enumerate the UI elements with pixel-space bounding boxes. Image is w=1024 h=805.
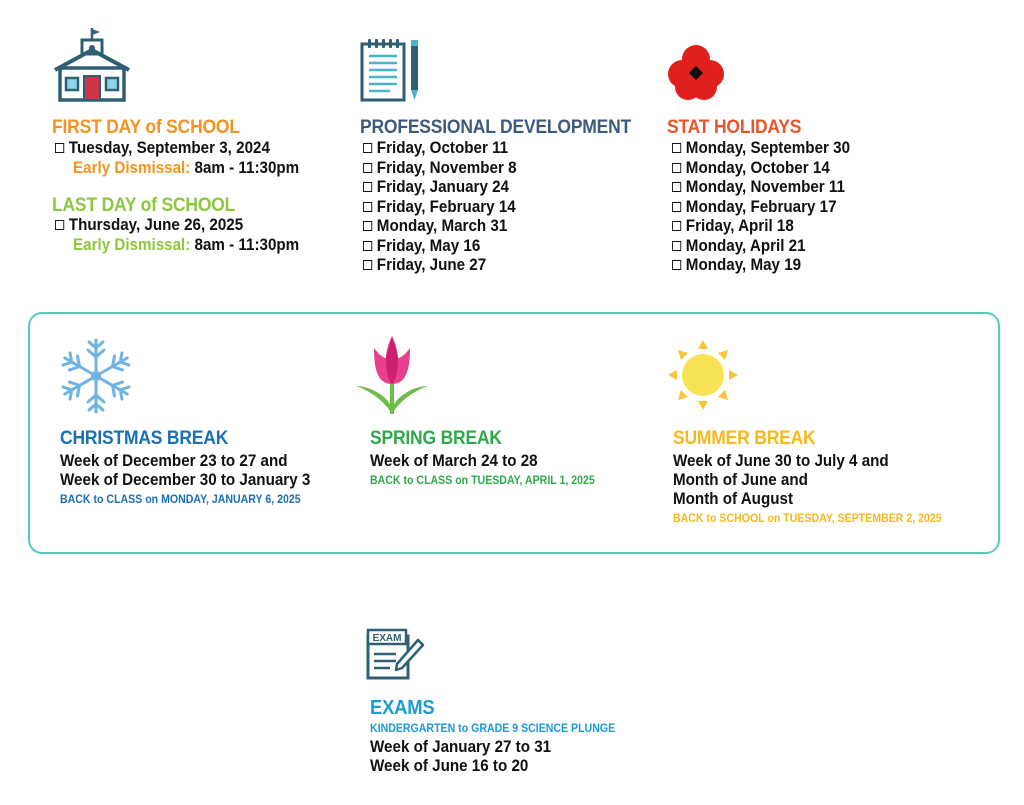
pro-dev-date: Friday, November 8 [376, 158, 517, 177]
pro-dev-title: PROFESSIONAL DEVELOPMENT [360, 117, 632, 138]
spring-line1: Week of March 24 to 28 [370, 452, 538, 470]
list-item: Monday, October 14 [672, 159, 850, 179]
pro-dev-date: Monday, March 31 [376, 217, 508, 235]
checkbox-icon [363, 240, 373, 251]
first-day-title: FIRST DAY of SCHOOL [52, 117, 240, 138]
dismissal-time: 8am - 11:30pm [194, 236, 300, 254]
checkbox-icon [363, 201, 373, 212]
exam-paper-icon: EXAM [366, 628, 426, 685]
first-day-date: Tuesday, September 3, 2024 [55, 139, 270, 159]
stat-title: STAT HOLIDAYS [667, 117, 802, 138]
list-item: Friday, February 14 [363, 198, 517, 218]
list-item: Friday, November 8 [363, 159, 517, 179]
pro-dev-date: Friday, June 27 [376, 256, 487, 274]
first-day-dismissal: Early Dismissal: 8am - 11:30pm [73, 159, 299, 179]
dismissal-label: Early Dismissal: [73, 159, 191, 177]
checkbox-icon [363, 143, 373, 153]
exams-line2: Week of June 16 to 20 [370, 757, 529, 775]
stat-date: Monday, November 11 [685, 178, 845, 196]
last-day-date-text: Thursday, June 26, 2025 [68, 216, 244, 234]
first-day-date-text: Tuesday, September 3, 2024 [68, 139, 270, 157]
list-item: Monday, April 21 [672, 237, 850, 257]
stat-date: Monday, May 19 [685, 256, 802, 274]
list-item: Monday, May 19 [672, 256, 850, 276]
exams-subtitle: KINDERGARTEN to GRADE 9 SCIENCE PLUNGE [370, 723, 616, 735]
pro-dev-list: Friday, October 11 Friday, November 8 Fr… [363, 139, 530, 276]
pro-dev-date: Friday, January 24 [376, 178, 509, 196]
checkbox-icon [672, 182, 682, 192]
notepad-pen-icon [360, 38, 424, 109]
checkbox-icon [363, 162, 373, 173]
checkbox-icon [363, 221, 373, 231]
exam-icon-label: EXAM [373, 633, 402, 644]
list-item: Friday, June 27 [363, 256, 517, 276]
poppy-icon [666, 44, 726, 107]
summer-line1: Week of June 30 to July 4 and [673, 452, 889, 470]
summer-title: SUMMER BREAK [673, 428, 816, 449]
breaks-panel [28, 312, 1000, 554]
dismissal-label: Early Dismissal: [73, 236, 191, 254]
list-item: Monday, February 17 [672, 198, 850, 218]
last-day-date: Thursday, June 26, 2025 [55, 216, 243, 236]
last-day-dismissal: Early Dismissal: 8am - 11:30pm [73, 236, 299, 256]
stat-list: Monday, September 30 Monday, October 14 … [672, 139, 866, 276]
spring-title: SPRING BREAK [370, 428, 502, 449]
last-day-title: LAST DAY of SCHOOL [52, 195, 236, 216]
list-item: Monday, November 11 [672, 178, 850, 198]
checkbox-icon [363, 182, 373, 192]
list-item: Friday, January 24 [363, 178, 517, 198]
spring-back: BACK to CLASS on TUESDAY, APRIL 1, 2025 [370, 475, 595, 487]
exams-line1: Week of January 27 to 31 [370, 738, 552, 756]
checkbox-icon [55, 143, 65, 153]
checkbox-icon [672, 201, 682, 212]
exams-title: EXAMS [370, 697, 435, 719]
stat-date: Friday, April 18 [685, 217, 794, 235]
list-item: Friday, May 16 [363, 237, 517, 257]
stat-date: Monday, October 14 [685, 158, 830, 177]
list-item: Monday, September 30 [672, 139, 850, 159]
stat-date: Monday, February 17 [685, 197, 837, 216]
checkbox-icon [672, 240, 682, 251]
pro-dev-date: Friday, February 14 [376, 197, 516, 216]
summer-line2: Month of June and [673, 471, 808, 489]
checkbox-icon [672, 143, 682, 153]
checkbox-icon [363, 260, 373, 270]
christmas-title: CHRISTMAS BREAK [60, 428, 229, 449]
checkbox-icon [55, 220, 65, 230]
pro-dev-date: Friday, October 11 [376, 139, 509, 157]
schoolhouse-icon [52, 26, 132, 107]
sun-icon [668, 340, 738, 415]
tulip-icon [354, 334, 430, 421]
summer-back: BACK to SCHOOL on TUESDAY, SEPTEMBER 2, … [673, 513, 942, 525]
checkbox-icon [672, 162, 682, 173]
stat-date: Monday, September 30 [685, 139, 851, 157]
christmas-line2: Week of December 30 to January 3 [60, 471, 311, 489]
checkbox-icon [672, 260, 682, 270]
list-item: Friday, October 11 [363, 139, 517, 159]
snowflake-icon [59, 336, 133, 421]
stat-date: Monday, April 21 [685, 236, 806, 255]
christmas-line1: Week of December 23 to 27 and [60, 452, 288, 470]
checkbox-icon [672, 221, 682, 231]
pro-dev-date: Friday, May 16 [376, 236, 481, 255]
christmas-back: BACK to CLASS on MONDAY, JANUARY 6, 2025 [60, 494, 301, 506]
dismissal-time: 8am - 11:30pm [194, 159, 300, 177]
list-item: Monday, March 31 [363, 217, 517, 237]
list-item: Friday, April 18 [672, 217, 850, 237]
summer-line3: Month of August [673, 490, 794, 508]
